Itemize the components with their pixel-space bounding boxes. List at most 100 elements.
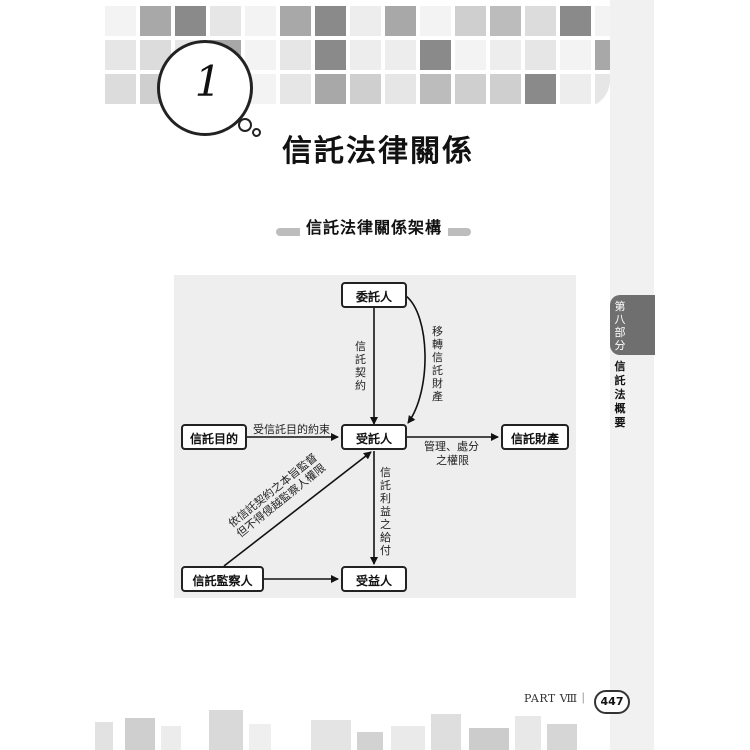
checker-cell [560,40,591,70]
checker-cell [595,40,610,70]
footer-part-label: PART Ⅷ｜ [524,692,590,705]
checker-cell [105,74,136,104]
vertical-char: 託 [355,353,366,366]
bubble-tail-dot-small [252,128,261,137]
checker-cell [595,74,610,104]
checker-cell [420,74,451,104]
vertical-char: 信 [380,466,391,479]
vertical-char: 益 [380,505,391,518]
node-settlor: 委託人 [341,282,407,308]
vertical-char: 託 [614,374,626,387]
footer-pattern-block [469,728,509,750]
node-trustee: 受託人 [341,424,407,450]
checker-cell [420,6,451,36]
checker-cell [210,6,241,36]
checker-cell [490,6,521,36]
checker-cell [595,6,610,36]
part-tab [610,295,655,355]
checker-cell [490,74,521,104]
checker-cell [525,6,556,36]
checker-cell [455,74,486,104]
checker-cell [455,6,486,36]
checker-cell [350,74,381,104]
checker-cell [280,74,311,104]
checker-cell [525,74,556,104]
checker-cell [490,40,521,70]
header-checker-pattern [95,0,610,108]
footer-pattern-block [515,716,541,750]
label-management-line1: 管理、處分 [424,440,479,453]
vertical-char: 轉 [432,338,443,351]
checker-cell [105,6,136,36]
checker-cell [315,74,346,104]
vertical-char: 第 [614,300,626,313]
checker-cell [315,40,346,70]
vertical-char: 約 [355,379,366,392]
part-tab-label: 第八部分 [613,300,627,352]
node-supervisor: 信託監察人 [181,566,264,592]
vertical-char: 利 [380,492,391,505]
vertical-char: 法 [614,388,626,401]
vertical-char: 分 [614,339,626,352]
checker-cell [455,40,486,70]
checker-cell [280,6,311,36]
vertical-char: 契 [355,366,366,379]
transfer-property-arrow [405,295,426,424]
vertical-char: 財 [432,377,443,390]
chapter-title: 信託法律關係 [282,134,474,169]
label-purpose-constraint: 受信託目的約束 [253,423,330,436]
vertical-char: 信 [432,351,443,364]
checker-cell [385,40,416,70]
checker-cell [245,40,276,70]
footer-pattern-block [357,732,383,750]
page-number: 447 [594,690,630,714]
checker-cell [280,40,311,70]
checker-cell [385,6,416,36]
checker-cell [560,74,591,104]
chapter-number: 1 [194,57,222,106]
checker-cell [245,6,276,36]
checker-cell [420,40,451,70]
vertical-char: 概 [614,402,626,415]
vertical-char: 要 [614,416,626,429]
section-title: 信託法律關係架構 [300,216,449,240]
vertical-char: 八 [614,313,626,326]
label-benefit: 信託利益之給付 [379,466,392,557]
checker-cell [105,40,136,70]
checker-cell [385,74,416,104]
footer-pattern-block [311,720,351,750]
checker-cell [140,6,171,36]
label-transfer-property: 移轉信託財產 [431,325,444,403]
node-trust-purpose: 信託目的 [181,424,247,450]
footer-decorative-pattern [95,705,605,750]
checker-cell [315,6,346,36]
checker-cell [175,6,206,36]
checker-cell [525,40,556,70]
vertical-char: 信 [355,340,366,353]
part-tab-title: 信託法概要 [613,360,627,430]
vertical-char: 產 [432,390,443,403]
vertical-char: 部 [614,326,626,339]
vertical-char: 託 [432,364,443,377]
vertical-char: 付 [380,544,391,557]
footer-pattern-block [125,718,155,750]
vertical-char: 移 [432,325,443,338]
vertical-char: 託 [380,479,391,492]
vertical-char: 給 [380,531,391,544]
chapter-number-bubble: 1 [157,40,253,136]
vertical-char: 信 [614,360,626,373]
footer-pattern-block [431,714,461,750]
node-trust-property: 信託財產 [501,424,569,450]
label-management-line2: 之權限 [436,454,469,467]
footer-pattern-block [95,722,113,750]
footer-pattern-block [547,724,577,750]
footer-pattern-block [391,726,425,750]
label-contract: 信託契約 [354,340,367,392]
checker-cell [350,40,381,70]
footer-pattern-block [249,724,271,750]
bubble-tail-dot-large [238,118,252,132]
supervision-arrow [223,451,372,567]
checker-cell [350,6,381,36]
